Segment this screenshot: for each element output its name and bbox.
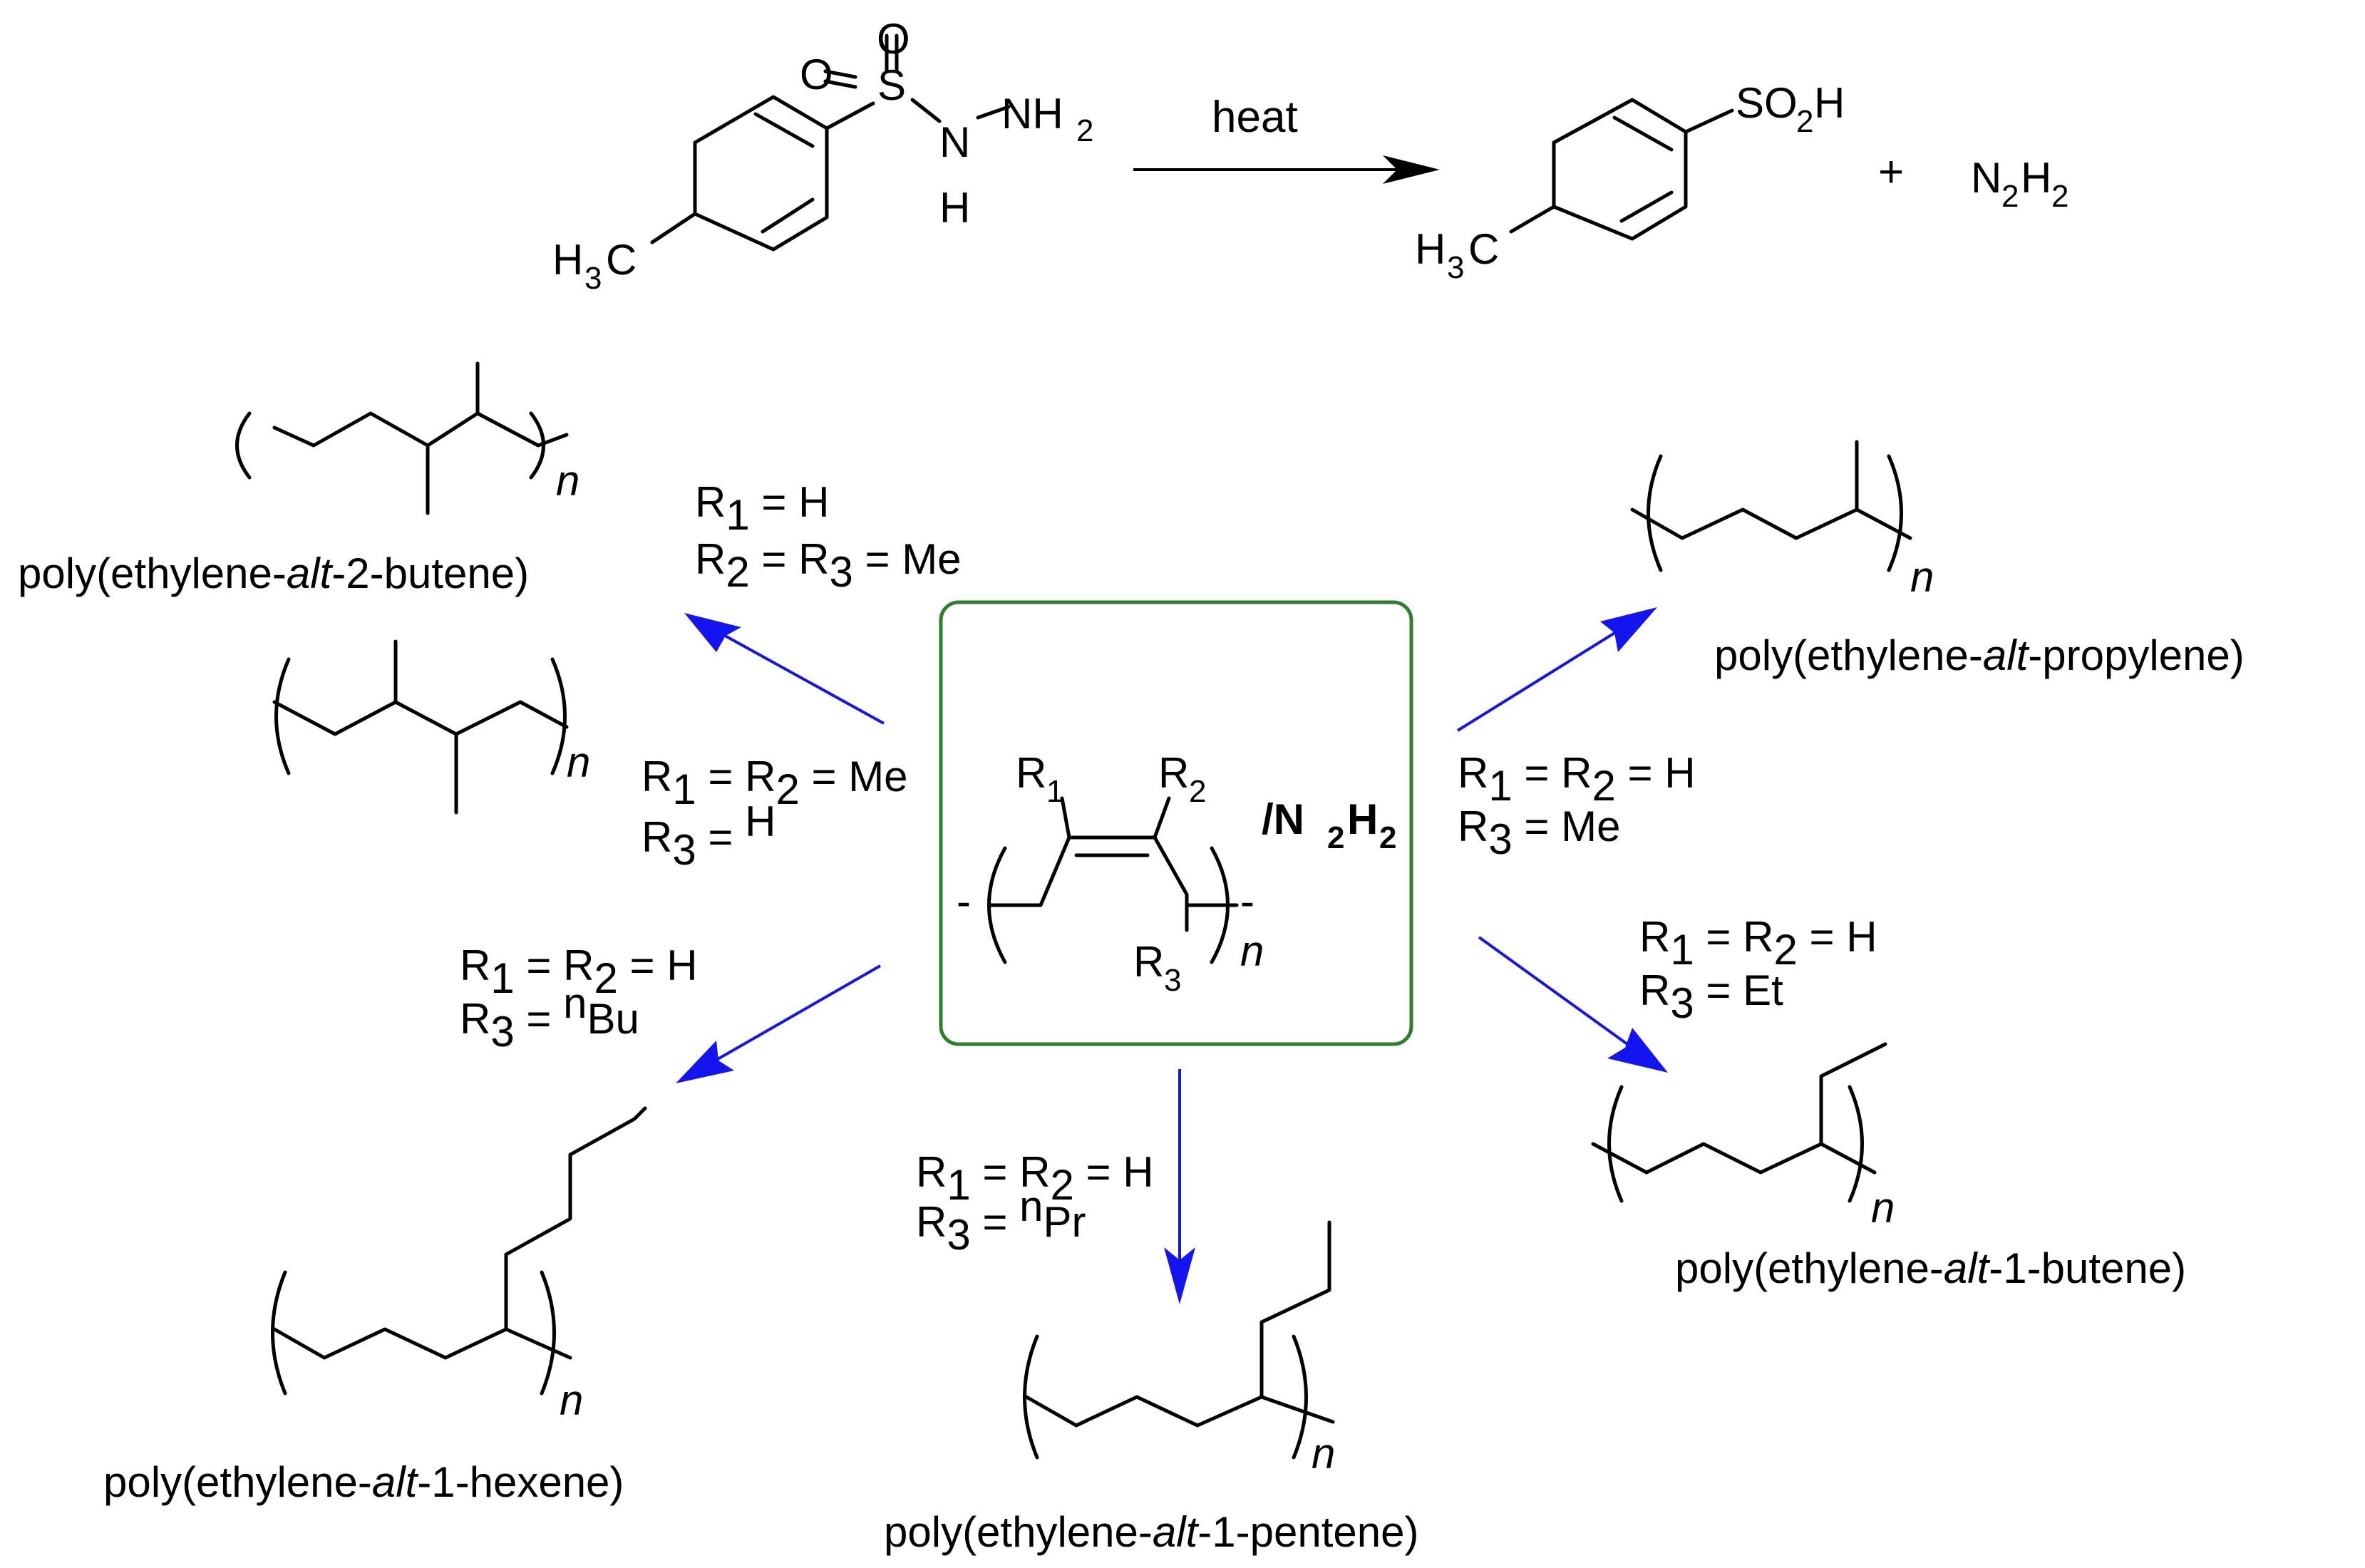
reagent-h3c-c: C [606, 236, 637, 284]
svg-text:R3 = Me: R3 = Me [1458, 803, 1620, 863]
polymer-1pentene-n: n [1312, 1430, 1335, 1477]
monomer-r2-sub: 2 [1189, 774, 1206, 809]
monomer-reagent-sub2: 2 [1379, 820, 1396, 855]
svg-text:R1 = R2 = Me: R1 = R2 = Me [642, 753, 908, 813]
monomer-reagent-h: H [1347, 795, 1378, 843]
polymer-name-1butene: poly(ethylene-alt-1-butene) [1675, 1244, 2186, 1292]
monomer-r1-sub: 1 [1046, 774, 1063, 809]
heat-label: heat [1212, 93, 1298, 142]
polymer-1pentene: n [1023, 1220, 1335, 1477]
polymer-1butene-n: n [1871, 1184, 1895, 1232]
product-so: SO [1736, 79, 1798, 127]
arrow-to-1hexene [676, 964, 881, 1083]
arrow-to-1butene [1478, 936, 1668, 1073]
polymer-2butene-lower-n: n [567, 738, 590, 786]
monomer-r1: R [1016, 749, 1046, 797]
monomer-r3-sub: 3 [1164, 963, 1181, 998]
monomer-r2: R [1158, 749, 1189, 797]
condition-1pentene: R1 = R2 = H R3 = nPr [916, 1148, 1154, 1259]
monomer-r3: R [1133, 938, 1164, 986]
reagent-s: S [877, 61, 906, 109]
plus-sign: + [1878, 148, 1904, 197]
svg-text:R2 = R3 = Me: R2 = R3 = Me [695, 535, 962, 596]
svg-text:R3 = Et: R3 = Et [1639, 966, 1783, 1027]
product-h3c-h: H [1415, 225, 1446, 273]
monomer-reagent-sub1: 2 [1327, 820, 1344, 855]
polydiene-structure [987, 796, 1239, 964]
polymer-name-1pentene: poly(ethylene-alt-1-pentene) [884, 1508, 1418, 1556]
product-h3c-c: C [1468, 225, 1499, 273]
polymer-2butene-upper-n: n [556, 457, 579, 505]
diimide-n: N [1971, 154, 2001, 202]
condition-propylene: R1 = R2 = H R3 = Me [1458, 749, 1696, 863]
reagent-o-top: O [877, 15, 910, 63]
polymer-propylene-n: n [1910, 553, 1934, 601]
monomer-box [939, 600, 1413, 1046]
left-bracket [987, 846, 1007, 964]
condition-1hexene: R1 = R2 = H R3 = nBu [460, 942, 698, 1056]
svg-text:R3 = nPr: R3 = nPr [916, 1182, 1086, 1259]
arrow-to-propylene [1456, 607, 1657, 732]
polymer-1hexene-n: n [560, 1376, 583, 1424]
condition-2butene-top: R1 = H R2 = R3 = Me [695, 478, 962, 596]
reagent-h: H [939, 184, 970, 232]
svg-text:R1 = R2 = H: R1 = R2 = H [460, 942, 698, 1002]
svg-text:R1 = R2 = H: R1 = R2 = H [1639, 913, 1877, 974]
svg-text:R1 = R2 = H: R1 = R2 = H [1458, 749, 1696, 810]
condition-1butene: R1 = R2 = H R3 = Et [1639, 913, 1877, 1027]
arrow-to-1pentene [1164, 1069, 1195, 1304]
condition-2butene-bottom: R1 = R2 = Me R3 = H [642, 753, 908, 874]
polymer-2butene-upper: n [235, 361, 579, 515]
benzene-ring [693, 95, 829, 252]
diimide-h-sub: 2 [2051, 179, 2068, 214]
monomer-n: n [1240, 927, 1264, 975]
polymer-1butene: n [1591, 1042, 1895, 1232]
polymer-1hexene: n [271, 1106, 647, 1424]
svg-text:R1 = H: R1 = H [695, 478, 829, 539]
heat-arrowhead [1383, 155, 1440, 184]
reagent-nh: NH [1001, 90, 1063, 138]
monomer-reagent: /N [1262, 795, 1304, 843]
svg-text:R3 = H: R3 = H [642, 798, 776, 874]
diimide-n-sub: 2 [2001, 179, 2019, 214]
reagent-o-left: O [800, 51, 833, 98]
monomer-dash-left: - [957, 877, 971, 925]
reagent-nh-sub: 2 [1076, 113, 1093, 148]
polymer-name-1hexene: poly(ethylene-alt-1-hexene) [103, 1458, 624, 1506]
reagent-n: N [939, 118, 970, 166]
svg-text:R1 = R2 = H: R1 = R2 = H [916, 1148, 1154, 1209]
polymer-2butene-lower: n [272, 639, 590, 815]
monomer-dash-right: - [1240, 877, 1254, 925]
reagent-h3c-h: H [552, 236, 583, 284]
tosylhydrazide-structure [650, 33, 1011, 252]
svg-text:R3 = nBu: R3 = nBu [460, 979, 639, 1056]
product-so-h: H [1814, 79, 1845, 127]
product-h3c-sub: 3 [1447, 250, 1464, 285]
arrow-to-2butene [684, 613, 885, 725]
toluenesulfonic-acid-structure [1509, 98, 1734, 241]
right-bracket [1210, 846, 1230, 964]
polymer-name-propylene: poly(ethylene-alt-propylene) [1714, 631, 2245, 679]
diimide-h: H [2021, 154, 2051, 202]
reagent-h3c-sub: 3 [584, 261, 602, 296]
product-so-sub: 2 [1796, 104, 1813, 139]
polymer-propylene: n [1630, 440, 1934, 601]
polymer-name-2butene: poly(ethylene-alt-2-butene) [18, 550, 529, 597]
